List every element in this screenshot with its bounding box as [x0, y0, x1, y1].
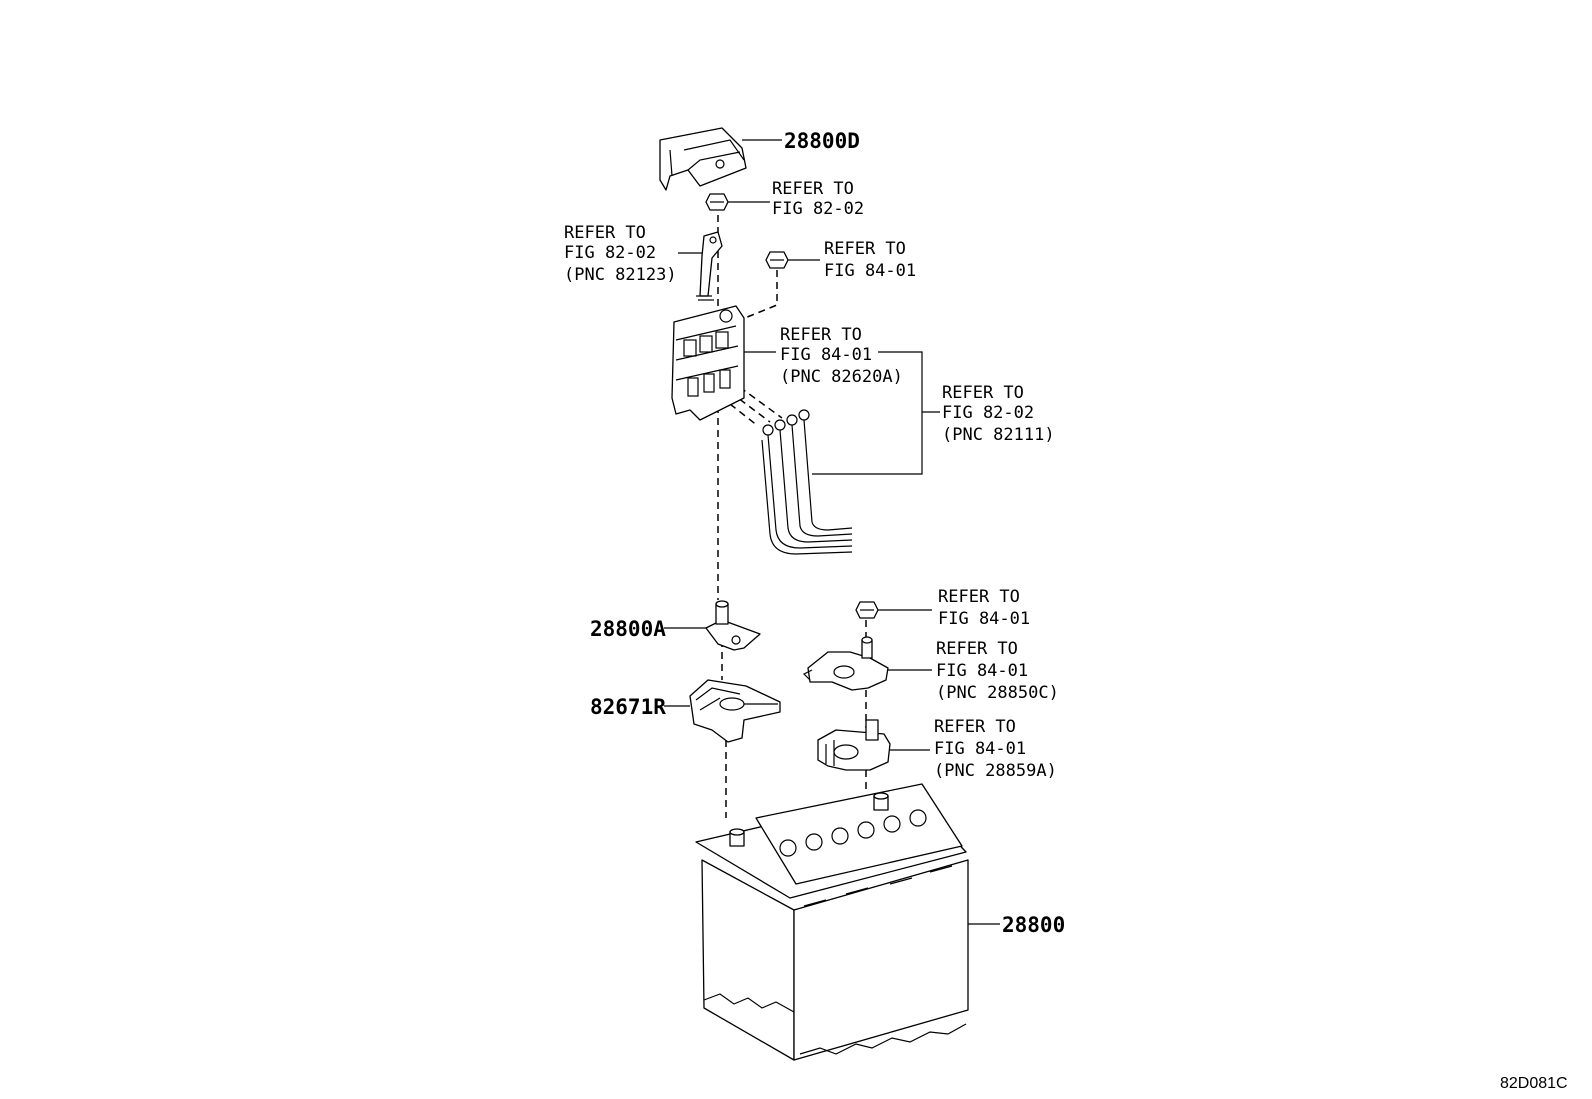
svg-text:REFER TO: REFER TO	[564, 223, 646, 243]
svg-text:FIG 82-02: FIG 82-02	[564, 243, 656, 263]
leader-lines	[664, 139, 1000, 925]
svg-text:FIG 82-02: FIG 82-02	[772, 199, 864, 219]
svg-text:FIG 84-01: FIG 84-01	[936, 661, 1028, 681]
svg-text:REFER TO: REFER TO	[936, 639, 1018, 659]
svg-text:FIG 82-02: FIG 82-02	[942, 403, 1034, 423]
ref-cable-top[interactable]: REFER TO FIG 82-02 (PNC 82123)	[564, 223, 677, 285]
callout-82671R[interactable]: 82671R	[590, 695, 666, 719]
ref-nut-fusebox[interactable]: REFER TO FIG 84-01	[824, 239, 916, 281]
nut-negative-part[interactable]	[855, 601, 879, 619]
ref-wire-harness[interactable]: REFER TO FIG 82-02 (PNC 82111)	[942, 383, 1055, 445]
svg-text:REFER TO: REFER TO	[824, 239, 906, 259]
terminal-cover-part[interactable]	[659, 127, 747, 191]
sensor-part[interactable]	[817, 719, 891, 771]
svg-text:(PNC 28850C): (PNC 28850C)	[936, 683, 1059, 703]
fuse-block-part[interactable]	[671, 305, 745, 421]
ref-negative-clamp[interactable]: REFER TO FIG 84-01 (PNC 28850C)	[936, 639, 1059, 703]
diagram-code: 82D081C	[1500, 1075, 1568, 1092]
svg-text:(PNC 82111): (PNC 82111)	[942, 425, 1055, 445]
battery-part[interactable]	[695, 783, 969, 1061]
svg-text:REFER TO: REFER TO	[780, 325, 862, 345]
svg-text:(PNC 82620A): (PNC 82620A)	[780, 367, 903, 387]
cable-terminal-part[interactable]	[696, 231, 723, 301]
svg-text:REFER TO: REFER TO	[938, 587, 1020, 607]
wire-harness-part[interactable]	[761, 409, 853, 555]
callout-28800[interactable]: 28800	[1002, 913, 1065, 937]
negative-clamp-part[interactable]	[802, 636, 889, 691]
svg-text:REFER TO: REFER TO	[772, 179, 854, 199]
svg-text:FIG 84-01: FIG 84-01	[934, 739, 1026, 759]
callout-28800D[interactable]: 28800D	[784, 129, 860, 153]
svg-text:FIG 84-01: FIG 84-01	[938, 609, 1030, 629]
nut-top-part[interactable]	[705, 193, 729, 211]
svg-text:REFER TO: REFER TO	[942, 383, 1024, 403]
svg-text:(PNC 28859A): (PNC 28859A)	[934, 761, 1057, 781]
ref-sensor[interactable]: REFER TO FIG 84-01 (PNC 28859A)	[934, 717, 1057, 781]
svg-text:(PNC 82123): (PNC 82123)	[564, 265, 677, 285]
svg-text:FIG 84-01: FIG 84-01	[780, 345, 872, 365]
svg-text:REFER TO: REFER TO	[934, 717, 1016, 737]
ref-nut-top[interactable]: REFER TO FIG 82-02	[772, 179, 864, 219]
nut-fusebox-part[interactable]	[765, 251, 789, 269]
callout-28800A[interactable]: 28800A	[590, 617, 666, 641]
ref-fuse-block[interactable]: REFER TO FIG 84-01 (PNC 82620A)	[780, 325, 903, 387]
positive-clamp-part[interactable]	[705, 600, 761, 651]
svg-text:FIG 84-01: FIG 84-01	[824, 261, 916, 281]
terminal-cover-r-part[interactable]	[689, 679, 781, 743]
ref-nut-negative[interactable]: REFER TO FIG 84-01	[938, 587, 1030, 629]
